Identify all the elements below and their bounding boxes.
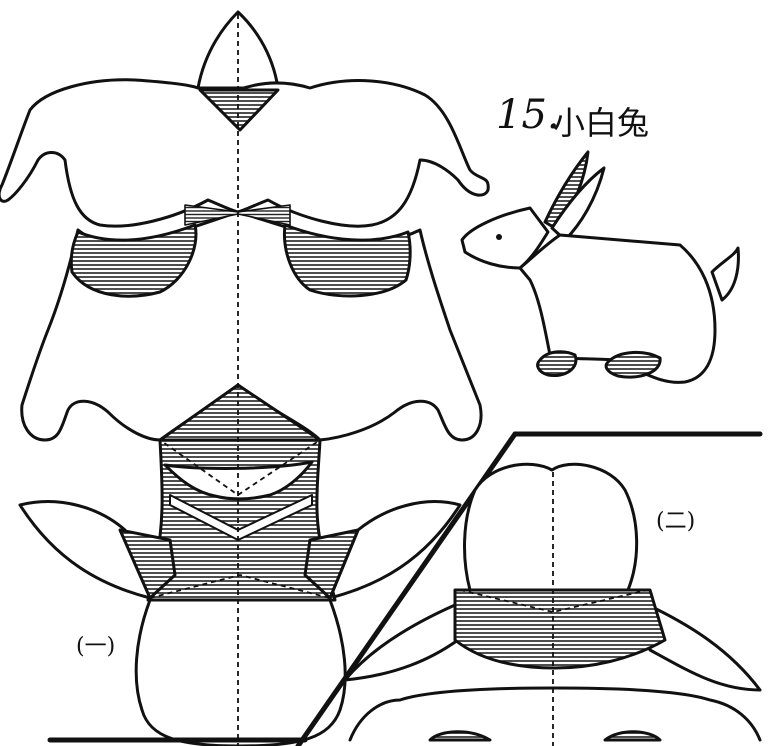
body-pattern-piece-one — [0, 12, 488, 495]
finished-rabbit-illustration — [462, 152, 738, 382]
piece-two-band-shade — [455, 590, 665, 668]
piece-two-head — [465, 464, 637, 590]
figure-number: 15. — [496, 92, 560, 138]
part-one-label: (一) — [76, 628, 115, 660]
rabbit-tail — [712, 248, 738, 300]
right-haunch-shade — [284, 225, 410, 296]
part-two-label: (二) — [656, 503, 695, 535]
rabbit-front-foot — [538, 352, 576, 376]
rabbit-eye — [496, 234, 502, 240]
piece-two-left-ear — [345, 605, 458, 680]
piece-two-lower — [350, 688, 760, 740]
piece-two-right-ear — [648, 605, 760, 690]
rabbit-back-foot — [606, 352, 660, 377]
figure-name: 小白兔 — [553, 98, 649, 144]
